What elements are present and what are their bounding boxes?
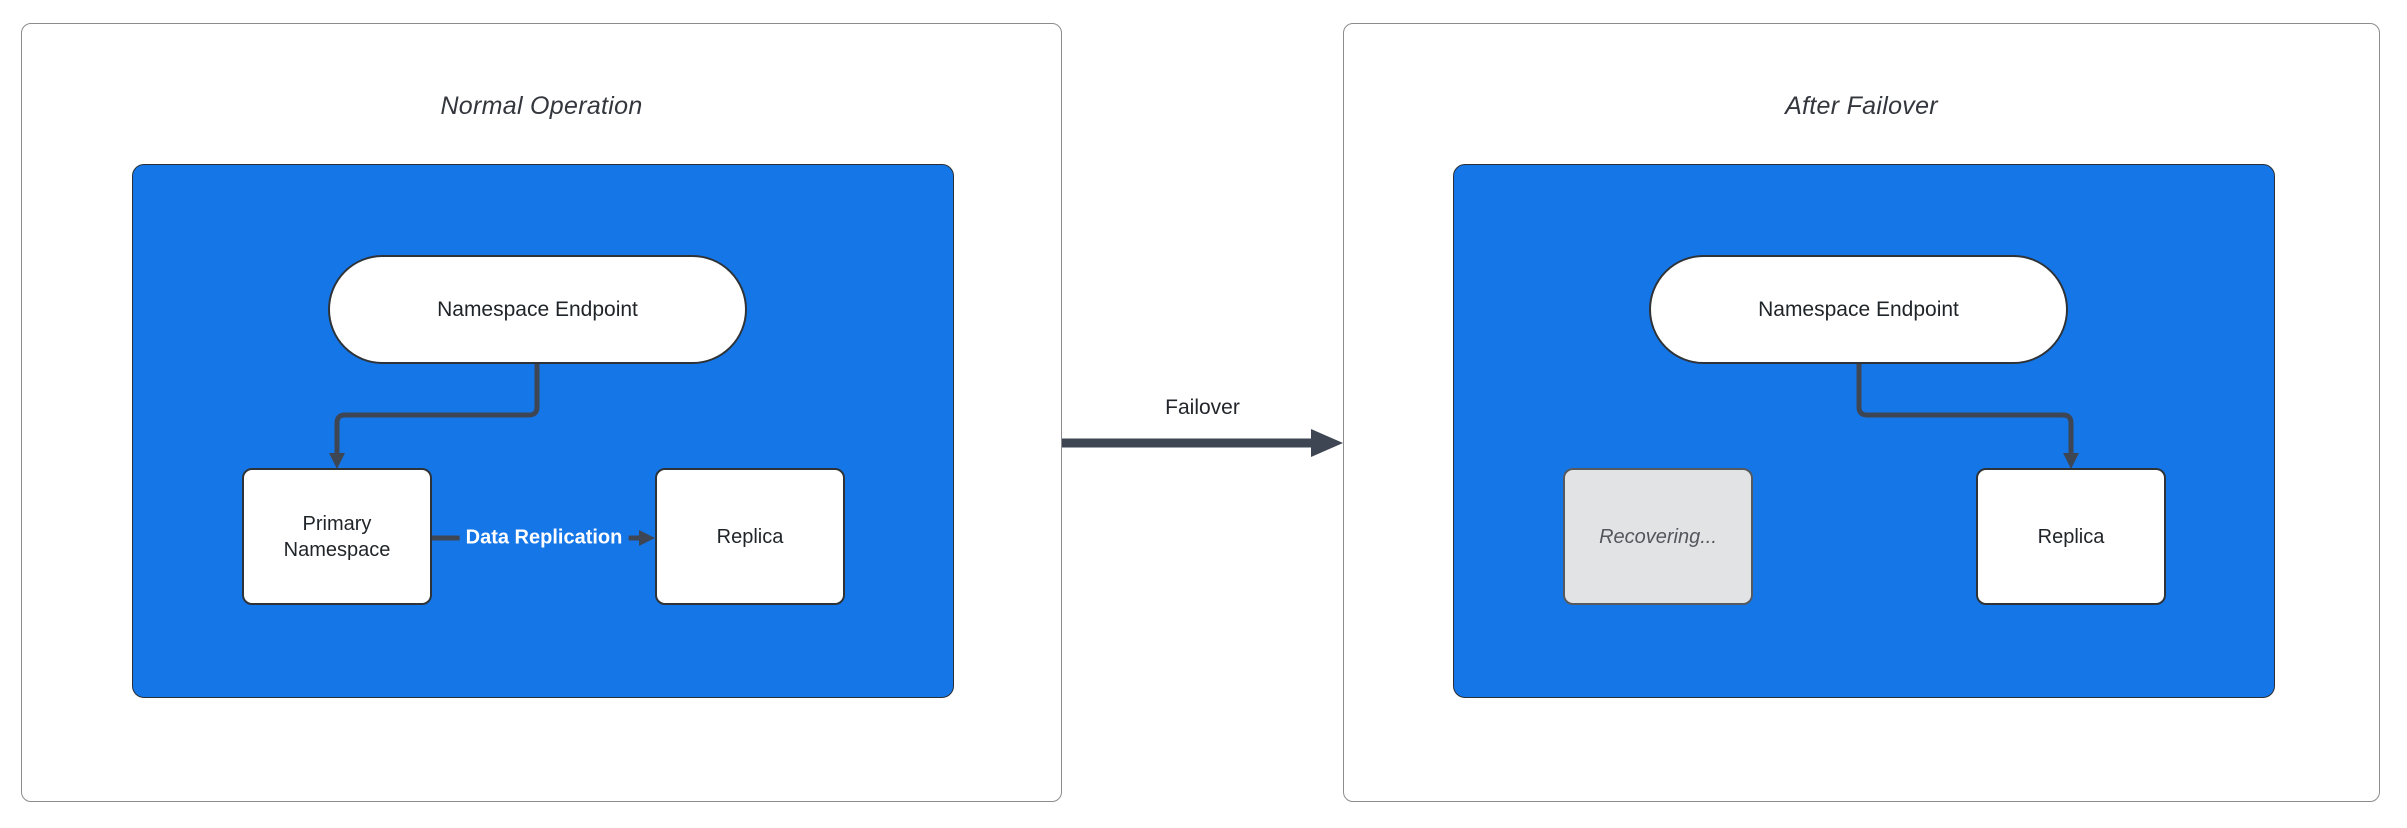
panel-title-normal-operation: Normal Operation xyxy=(440,92,643,120)
edge-endpoint-to-replica xyxy=(1856,364,2074,454)
arrowhead-down-icon xyxy=(2063,453,2079,469)
failover-arrow-icon xyxy=(1062,429,1343,457)
connector-edges-normal xyxy=(329,364,655,546)
cluster-after-failover: Namespace Endpoint Recovering... Replica xyxy=(1453,164,2275,698)
node-namespace-endpoint: Namespace Endpoint xyxy=(1649,255,2068,364)
panel-normal-operation: Normal Operation Namespace Endpoint Prim… xyxy=(21,23,1062,802)
node-replica: Replica xyxy=(655,468,845,605)
node-primary-namespace: Primary Namespace xyxy=(242,468,432,605)
edge-endpoint-to-primary xyxy=(334,364,540,454)
arrowhead-down-icon xyxy=(329,453,345,469)
node-label: Namespace Endpoint xyxy=(437,297,638,321)
node-replica: Replica xyxy=(1976,468,2166,605)
arrowhead-right-icon xyxy=(639,530,655,546)
connector-edges-failover xyxy=(1856,364,2079,469)
node-label: Namespace Endpoint xyxy=(1758,297,1959,321)
failover-transition: Failover xyxy=(1062,396,1343,462)
node-label: Replica xyxy=(2037,525,2105,548)
panel-after-failover: After Failover Namespace Endpoint Recove… xyxy=(1343,23,2380,802)
panel-title-after-failover: After Failover xyxy=(1785,92,1938,120)
node-label: Recovering... xyxy=(1599,525,1717,548)
node-recovering: Recovering... xyxy=(1563,468,1753,605)
edge-label-data-replication: Data Replication xyxy=(459,523,629,553)
node-label: Replica xyxy=(716,525,784,548)
failover-arrow-label: Failover xyxy=(1165,396,1240,419)
node-label: Primary Namespace xyxy=(283,512,391,561)
node-namespace-endpoint: Namespace Endpoint xyxy=(328,255,747,364)
cluster-normal-operation: Namespace Endpoint Primary Namespace Rep… xyxy=(132,164,954,698)
